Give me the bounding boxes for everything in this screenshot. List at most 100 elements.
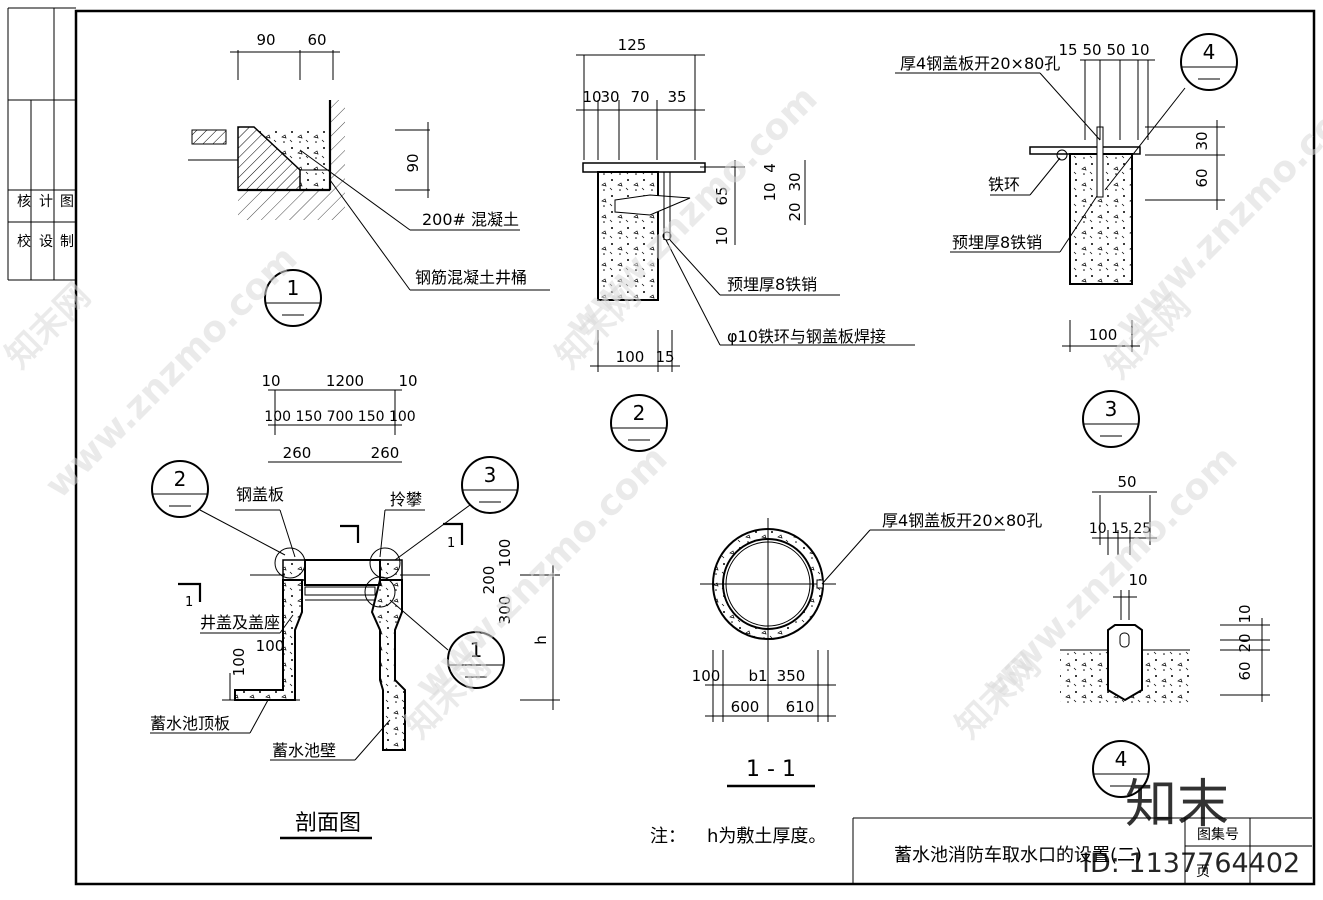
detail-2-dims: 125 10 30 70 35 65 10 4 10 30 20 100 15 [582, 36, 804, 366]
label-well-cover: 井盖及盖座 [200, 613, 280, 632]
dim-label: 600 [731, 698, 760, 716]
dim-label: 10 [1236, 604, 1254, 623]
section-view-dims: 10 1200 10 100 150 700 150 100 260 260 1… [230, 372, 550, 676]
dim-label: h [532, 635, 550, 645]
detail-mark-3: 3 [1082, 390, 1140, 448]
dim-label: 60 [1193, 168, 1211, 187]
dim-label: 100 [230, 648, 248, 677]
detail-4-dims: 50 10 15 25 10 10 20 60 [1089, 473, 1254, 681]
label-ring-weld: φ10铁环与钢盖板焊接 [727, 327, 886, 346]
detail-1-dims: 90 60 90 [256, 31, 422, 173]
dim-label: 350 [777, 667, 806, 685]
sidebar-signoff: 核 计 图 校 设 制 [17, 194, 74, 250]
dim-label: 50 [1106, 41, 1125, 59]
dim-label: 50 [1082, 41, 1101, 59]
drawing-frame [7, 7, 1316, 886]
sidebar-cell: 设 [39, 234, 53, 250]
section-mark: 1 [447, 536, 455, 551]
detail-number: 3 [1105, 397, 1118, 421]
dim-label: 10 15 25 [1089, 521, 1151, 537]
dim-label: 1200 [326, 372, 364, 390]
dim-label: 60 [307, 31, 326, 49]
plan-11-title: 1 - 1 [746, 757, 796, 782]
dim-label: 10 [713, 226, 731, 245]
label-cover-hole-b: 厚4钢盖板开20×80孔 [882, 511, 1042, 530]
detail-3-drawing [895, 59, 1225, 352]
dim-label: 30 [1193, 131, 1211, 150]
detail-4-drawing [1060, 491, 1270, 705]
dim-label: 15 [655, 348, 674, 366]
detail-3-dims: 15 50 50 10 30 60 100 [1058, 41, 1211, 344]
title-block: 蓄水池消防车取水口的设置(二) 图集号 页 [852, 817, 1312, 884]
detail-number: 4 [1203, 40, 1216, 64]
detail-number: 1 [287, 276, 300, 300]
dim-label: 70 [630, 88, 649, 106]
dim-label: 100 [256, 637, 285, 655]
section-title: 剖面图 [295, 811, 361, 836]
section-mark: 1 [185, 595, 193, 610]
dim-label: b1 [748, 667, 767, 685]
dim-label: 10 [582, 88, 601, 106]
dim-label: 610 [786, 698, 815, 716]
detail-2-drawing [576, 54, 915, 372]
detail-mark-4-top: 4 [1180, 33, 1238, 91]
dim-label: 20 [786, 202, 804, 221]
label-steel-cover: 钢盖板 [236, 485, 284, 504]
plan-11-dims: 100 b1 350 600 610 [692, 667, 815, 716]
label-tank-wall: 蓄水池壁 [272, 741, 336, 760]
detail-number: 1 [470, 638, 483, 662]
dim-label: 10 [1130, 41, 1149, 59]
label-lift: 拎攀 [390, 490, 422, 509]
label-iron-ring: 铁环 [988, 175, 1020, 194]
note-text: h为敷土厚度。 [707, 826, 826, 847]
atlas-number-label: 图集号 [1197, 826, 1239, 843]
dim-label: 100 [1089, 326, 1118, 344]
dim-label: 60 [1236, 661, 1254, 680]
detail-number: 2 [174, 467, 187, 491]
sidebar-cell: 图 [60, 194, 74, 210]
dim-label: 90 [404, 153, 422, 172]
dim-label: 35 [667, 88, 686, 106]
dim-label: 260 [283, 444, 312, 462]
watermark-site: www.znzmo.com [1107, 78, 1323, 346]
section-title-group: 剖面图 [280, 811, 372, 840]
dim-label: 100 [496, 539, 514, 568]
dim-label: 50 [1117, 473, 1136, 491]
dim-label: 20 [1236, 633, 1254, 652]
label-cover-hole-a: 厚4钢盖板开20×80孔 [900, 54, 1060, 73]
detail-number: 4 [1115, 747, 1128, 771]
dim-label: 10 [261, 372, 280, 390]
watermark-brand: 知末网 [0, 276, 98, 376]
dim-label: 200 [480, 566, 498, 595]
dim-label: 65 [713, 186, 731, 205]
plan-11-title-group: 1 - 1 [727, 757, 815, 788]
dim-label: 10 [398, 372, 417, 390]
section-callout-3: 3 [461, 456, 519, 514]
section-callout-2: 2 [151, 460, 209, 518]
dim-label: 100 150 700 150 100 [264, 409, 415, 425]
label-tank-roof: 蓄水池顶板 [150, 714, 230, 733]
sidebar-cell: 计 [39, 194, 53, 210]
watermark-site: www.znzmo.com [407, 438, 675, 706]
drawing-title: 蓄水池消防车取水口的设置(二) [894, 845, 1142, 866]
dim-label: 125 [618, 36, 647, 54]
detail-number: 2 [633, 401, 646, 425]
dim-label: 10 [761, 182, 779, 201]
detail-1-drawing [188, 50, 550, 291]
sidebar-cell: 核 [17, 194, 31, 210]
detail-mark-1: 1 [264, 269, 322, 327]
dim-label: 90 [256, 31, 275, 49]
sidebar-cell: 校 [17, 233, 31, 250]
detail-mark-4: 4 [1092, 740, 1150, 798]
section-callout-1: 1 [447, 631, 505, 689]
dim-label: 100 [692, 667, 721, 685]
dim-label: 15 [1058, 41, 1077, 59]
dim-label: 4 [761, 163, 779, 173]
detail-number: 3 [484, 463, 497, 487]
watermark-id: ID: 1137764402 [1082, 848, 1300, 879]
sidebar-cell: 制 [60, 234, 74, 250]
dim-label: 260 [371, 444, 400, 462]
watermark-logo: 知末 [1125, 775, 1229, 835]
label-concrete: 200# 混凝土 [422, 210, 519, 229]
